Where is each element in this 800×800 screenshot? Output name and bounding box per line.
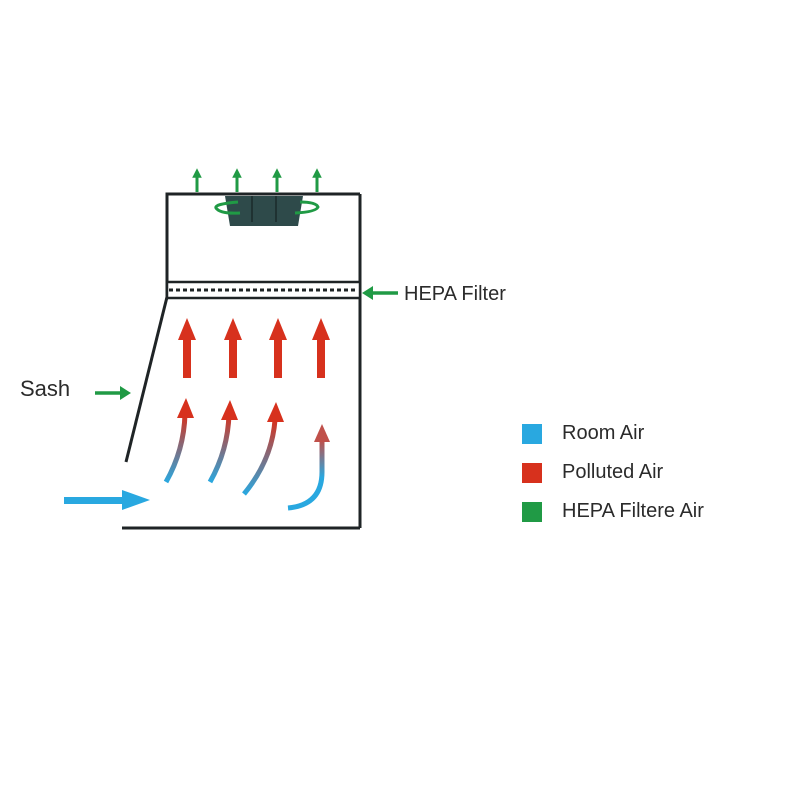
hepa-filter-band [165, 280, 362, 300]
mixing-air-arrows [163, 398, 330, 511]
legend-item-room-air: Room Air [522, 414, 704, 453]
legend-swatch-polluted-air [522, 462, 542, 483]
cabinet-outline [122, 192, 362, 530]
mixing-air-arrow-4 [287, 424, 330, 511]
exhaust-arrows [192, 168, 322, 192]
sash-arrow [95, 386, 131, 400]
polluted-air-arrow-3 [269, 318, 287, 378]
polluted-air-arrow-2 [224, 318, 242, 378]
sash-panel [124, 296, 169, 463]
mixing-air-arrow-1 [163, 398, 194, 484]
legend-label-room-air: Room Air [562, 422, 645, 444]
legend-label-hepa-filtered-air: HEPA Filtere Air [562, 500, 704, 522]
legend-label-polluted-air: Polluted Air [562, 461, 664, 483]
hepa-filter-arrow [362, 286, 398, 300]
legend-swatch-room-air [522, 423, 542, 444]
polluted-air-arrow-1 [178, 318, 196, 378]
room-air-inflow-arrow [64, 490, 150, 510]
mixing-air-arrow-2 [207, 400, 238, 484]
legend-swatch-hepa-filtered-air [522, 501, 542, 522]
sash-label: Sash [20, 376, 71, 401]
exhaust-fan [214, 196, 320, 226]
hepa-filter-label: HEPA Filter [404, 283, 506, 305]
legend-item-hepa-filtered-air: HEPA Filtere Air [522, 492, 704, 531]
legend-item-polluted-air: Polluted Air [522, 453, 704, 492]
polluted-air-arrow-4 [312, 318, 330, 378]
mixing-air-arrow-3 [242, 402, 284, 496]
legend: Room Air Polluted Air HEPA Filtere Air [522, 414, 704, 531]
polluted-air-arrows [178, 318, 330, 378]
